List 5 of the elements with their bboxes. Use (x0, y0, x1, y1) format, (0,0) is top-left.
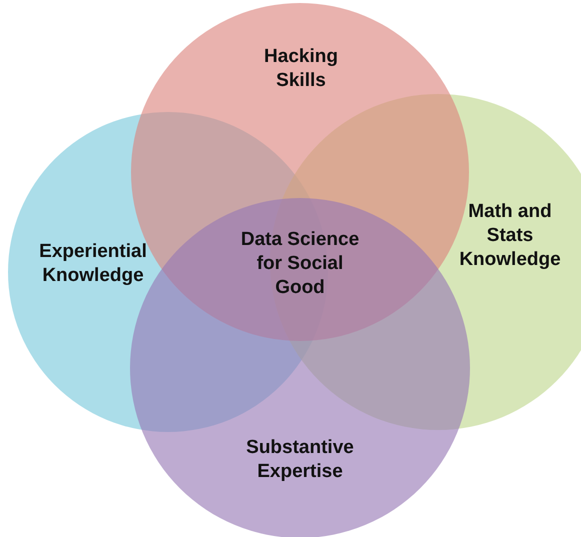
circle-label: Math and Stats Knowledge (458, 200, 562, 272)
circle-label: Substantive Expertise (245, 436, 355, 484)
center-label: Data Science for Social Good (240, 228, 360, 300)
circle-label: Hacking Skills (263, 45, 339, 93)
circle-label: Experiential Knowledge (38, 240, 148, 288)
